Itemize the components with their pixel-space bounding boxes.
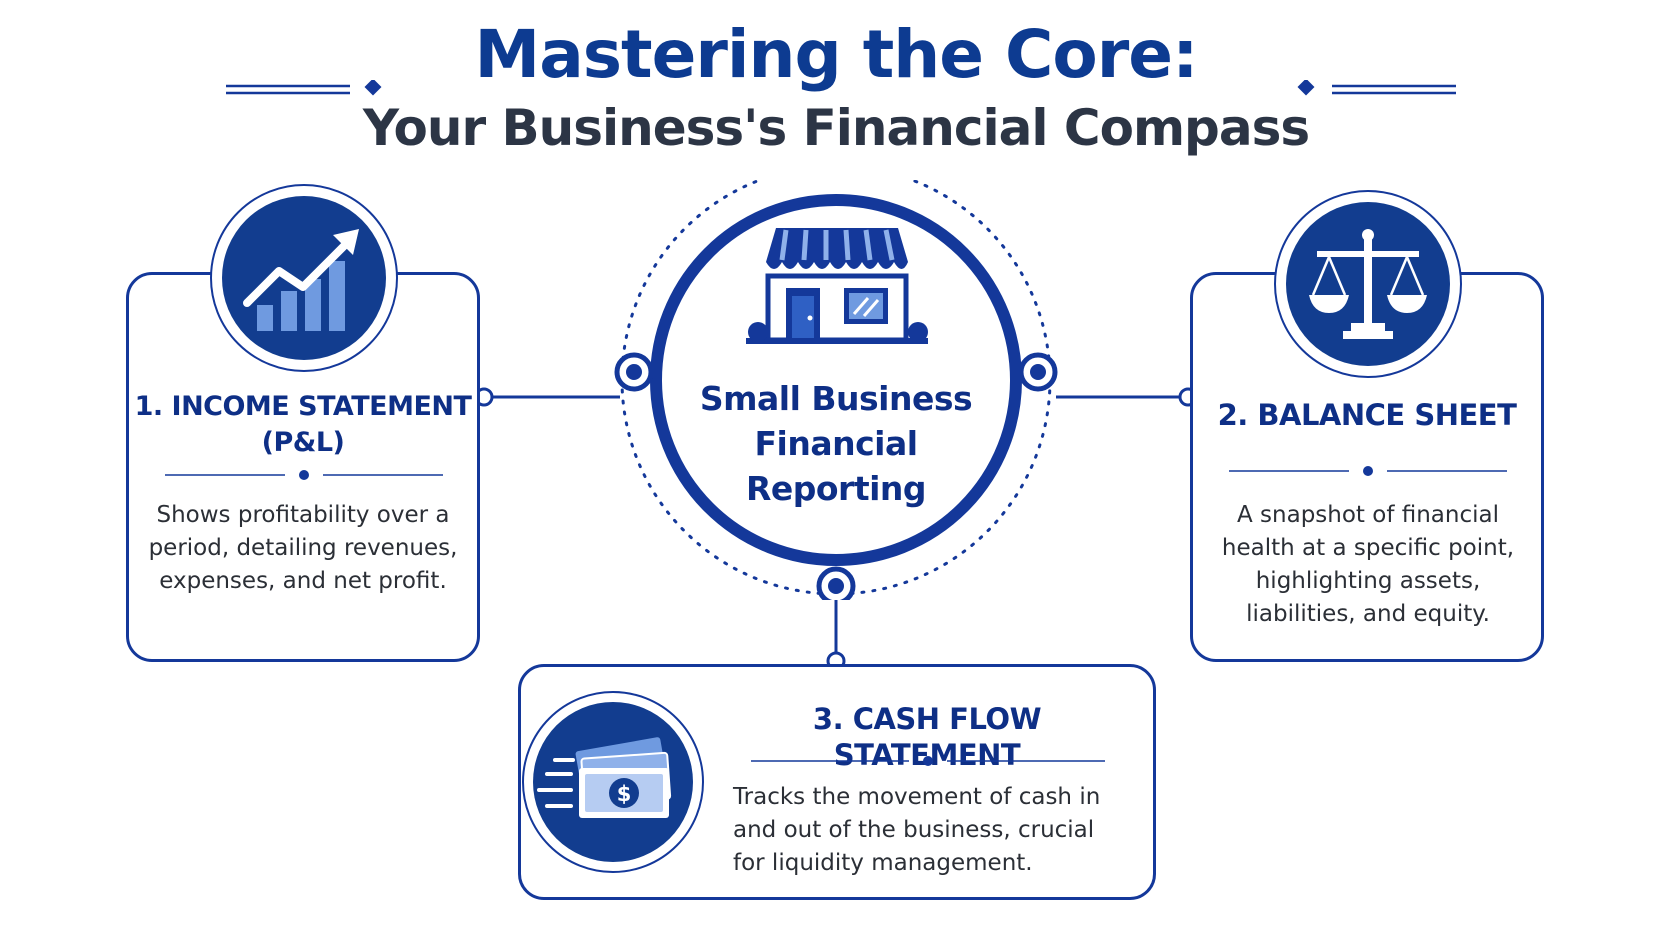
- title-ornament-left: [226, 80, 382, 96]
- moving-dollar-bill-icon: $: [522, 691, 704, 873]
- central-hub: [614, 180, 1058, 600]
- income-statement-divider: [165, 470, 443, 480]
- title-ornament-right: [1297, 80, 1456, 96]
- cash-flow-statement-description: Tracks the movement of cash in and out o…: [733, 784, 1101, 876]
- page-title: Mastering the Core:: [474, 16, 1199, 93]
- hub-ring: [650, 194, 1022, 566]
- balance-sheet-heading: 2. BALANCE SHEET: [1217, 398, 1517, 432]
- cash-flow-statement-heading: 3. CASH FLOW STATEMENT: [812, 702, 1042, 772]
- balance-sheet-divider: [1229, 466, 1507, 476]
- rising-bar-chart-icon: [210, 184, 398, 372]
- cash-flow-statement-divider: [751, 756, 1105, 766]
- balance-sheet-description: A snapshot of financial health at a spec…: [1221, 502, 1515, 627]
- storefront-icon: [746, 228, 928, 344]
- svg-text:$: $: [617, 782, 632, 806]
- income-statement-description: Shows profitability over a period, detai…: [148, 502, 458, 594]
- page-subtitle: Your Business's Financial Compass: [362, 99, 1310, 157]
- balance-scale-icon: [1274, 190, 1462, 378]
- income-statement-heading: 1. INCOME STATEMENT (P&L): [134, 391, 472, 458]
- hub-label: Small Business Financial Reporting: [699, 379, 973, 508]
